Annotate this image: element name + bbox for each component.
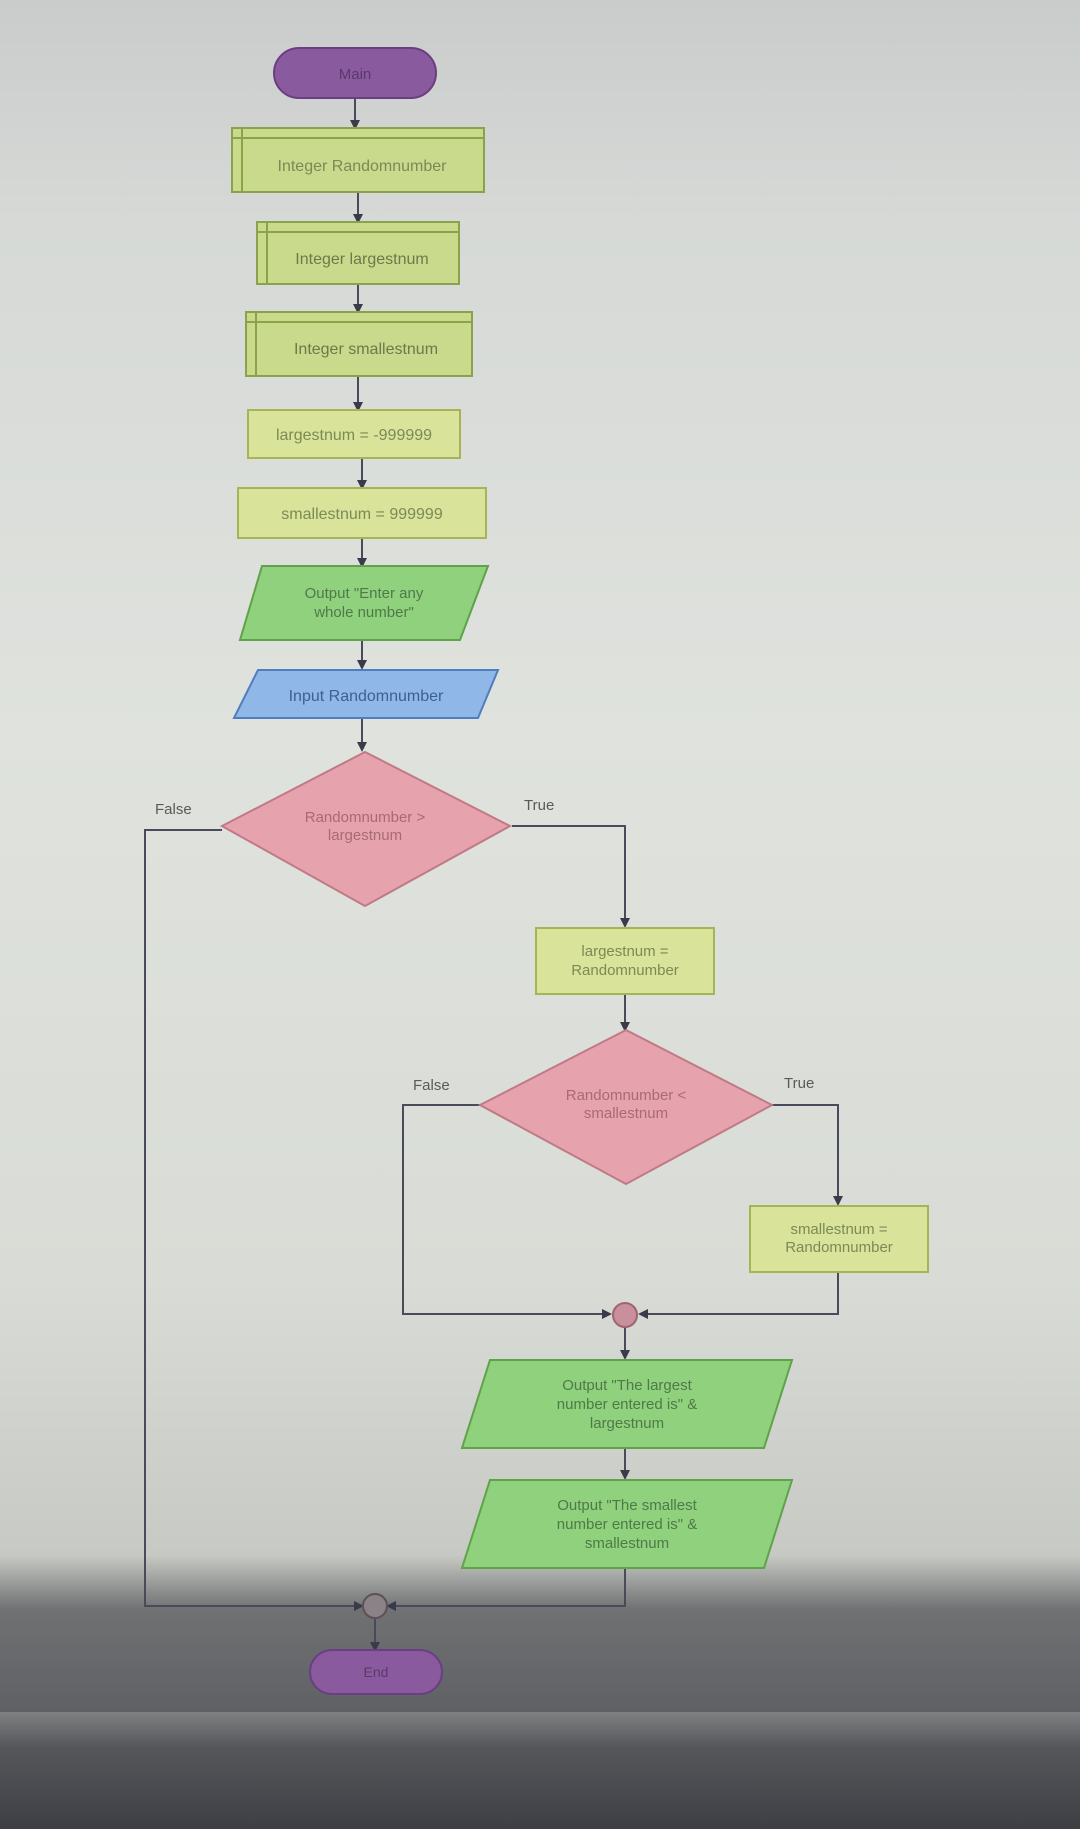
decision-smallest-false-label: False [413, 1077, 450, 1094]
declare-largestnum-box: Integer largestnum [256, 221, 460, 285]
monitor-bezel [0, 1712, 1080, 1829]
assign-smallestnum-box: smallestnum = 999999 [237, 487, 487, 539]
merge-connector [612, 1302, 638, 1328]
assign-smallest-random-box: smallestnum = Randomnumber [749, 1205, 929, 1273]
assign-largestnum-box: largestnum = -999999 [247, 409, 461, 459]
output-prompt-line1: Output "Enter any [305, 585, 424, 602]
assign-largestnum-label: largestnum = -999999 [276, 427, 432, 444]
decision-smallest-line2: smallestnum [584, 1105, 668, 1122]
flow-lines [144, 98, 843, 1652]
decision-largest-false-label: False [155, 801, 192, 818]
output-prompt-box: Output "Enter any whole number" [238, 565, 490, 641]
declare-randomnumber-label: Integer Randomnumber [278, 158, 448, 175]
input-randomnumber-label: Input Randomnumber [289, 688, 444, 705]
decision-largest-diamond: Randomnumber > largestnum [219, 750, 513, 908]
decision-smallest-line1: Randomnumber < [566, 1087, 687, 1104]
output-smallest-line1: Output "The smallest [557, 1497, 697, 1514]
end-label: End [364, 1664, 389, 1680]
output-smallest-box: Output "The smallest number entered is" … [460, 1479, 794, 1569]
decision-largest-line1: Randomnumber > [305, 809, 426, 826]
output-largest-line1: Output "The largest [562, 1377, 692, 1394]
decision-largest-true-label: True [524, 797, 554, 814]
start-terminal: Main [273, 47, 437, 99]
output-largest-line2: number entered is" & [557, 1396, 697, 1413]
output-largest-line3: largestnum [590, 1415, 664, 1432]
output-prompt-line2: whole number" [313, 604, 414, 621]
assign-smallestnum-label: smallestnum = 999999 [281, 506, 443, 523]
decision-smallest-true-label: True [784, 1075, 814, 1092]
assign-smallest-random-line1: smallestnum = [790, 1221, 887, 1238]
input-randomnumber-box: Input Randomnumber [232, 669, 500, 719]
output-largest-box: Output "The largest number entered is" &… [460, 1359, 794, 1449]
assign-smallest-random-line2: Randomnumber [785, 1239, 893, 1256]
decision-smallest-diamond: Randomnumber < smallestnum [477, 1028, 775, 1186]
declare-largestnum-label: Integer largestnum [295, 251, 428, 268]
end-merge-connector [362, 1593, 388, 1619]
assign-largest-random-line1: largestnum = [581, 943, 668, 960]
assign-largest-random-line2: Randomnumber [571, 962, 679, 979]
start-label: Main [339, 66, 372, 83]
declare-smallestnum-box: Integer smallestnum [245, 311, 473, 377]
declare-randomnumber-box: Integer Randomnumber [231, 127, 485, 193]
end-terminal: End [309, 1649, 443, 1695]
declare-smallestnum-label: Integer smallestnum [294, 341, 438, 358]
decision-largest-line2: largestnum [328, 827, 402, 844]
output-smallest-line3: smallestnum [585, 1535, 669, 1552]
output-smallest-line2: number entered is" & [557, 1516, 697, 1533]
assign-largest-random-box: largestnum = Randomnumber [535, 927, 715, 995]
